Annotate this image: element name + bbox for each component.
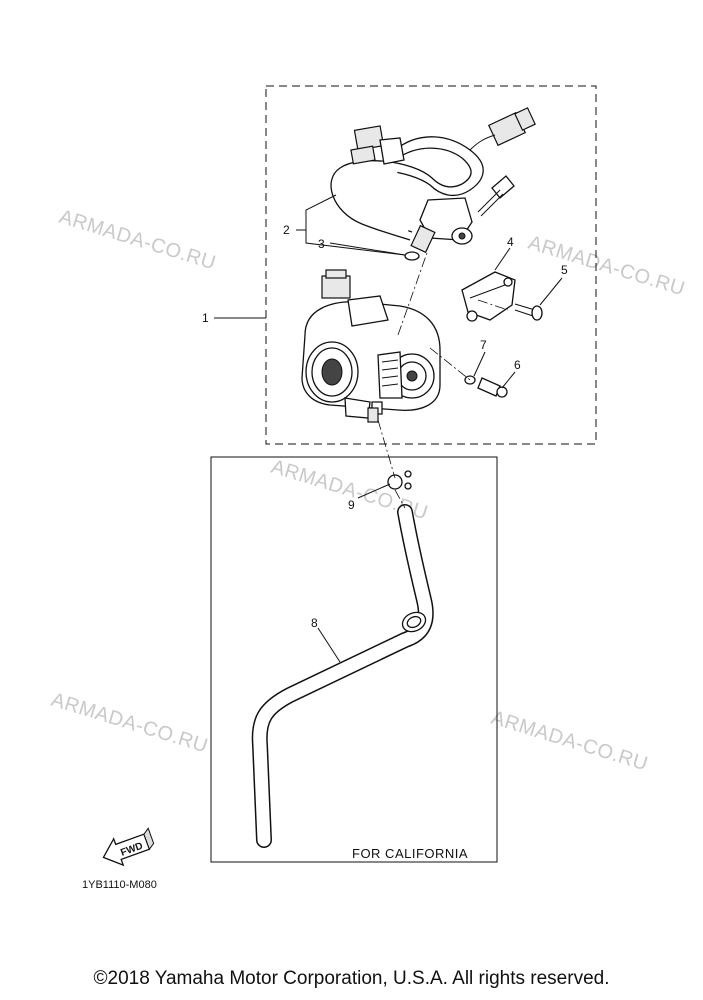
o-ring-7 — [464, 375, 476, 385]
sensor-harness-2 — [330, 107, 536, 254]
fwd-arrow-icon: FWD — [102, 827, 155, 867]
throttle-body — [301, 269, 441, 423]
callout-8: 8 — [311, 616, 318, 630]
callout-3: 3 — [318, 237, 325, 251]
callout-9: 9 — [348, 498, 355, 512]
watermark-5: ARMADA-CO.RU — [489, 707, 651, 776]
watermarks: ARMADA-CO.RU ARMADA-CO.RU ARMADA-CO.RU A… — [49, 206, 688, 776]
clamp-9 — [387, 470, 412, 490]
callout-4: 4 — [507, 235, 514, 249]
diagram-code: 1YB1110-M080 — [82, 879, 157, 891]
hose-8 — [251, 504, 434, 848]
bracket-4 — [461, 271, 516, 322]
callout-6: 6 — [514, 358, 521, 372]
california-label: FOR CALIFORNIA — [352, 846, 468, 861]
callout-1: 1 — [202, 311, 209, 325]
callout-2: 2 — [283, 223, 290, 237]
callout-numbers: 1 2 3 4 5 6 7 8 9 — [202, 223, 568, 630]
california-box — [210, 456, 498, 863]
watermark-2: ARMADA-CO.RU — [526, 232, 688, 301]
leader-lines — [377, 249, 509, 509]
assembly-1-boundary — [265, 85, 597, 445]
copyright-footer: ©2018 Yamaha Motor Corporation, U.S.A. A… — [93, 968, 610, 989]
callout-7: 7 — [480, 338, 487, 352]
watermark-1: ARMADA-CO.RU — [57, 206, 219, 275]
watermark-4: ARMADA-CO.RU — [49, 689, 211, 758]
screw-top — [477, 175, 515, 217]
screw-6 — [477, 377, 508, 398]
o-ring-3 — [404, 251, 420, 261]
callout-5: 5 — [561, 263, 568, 277]
callout-leaders — [214, 194, 563, 663]
bolt-5 — [514, 303, 543, 321]
